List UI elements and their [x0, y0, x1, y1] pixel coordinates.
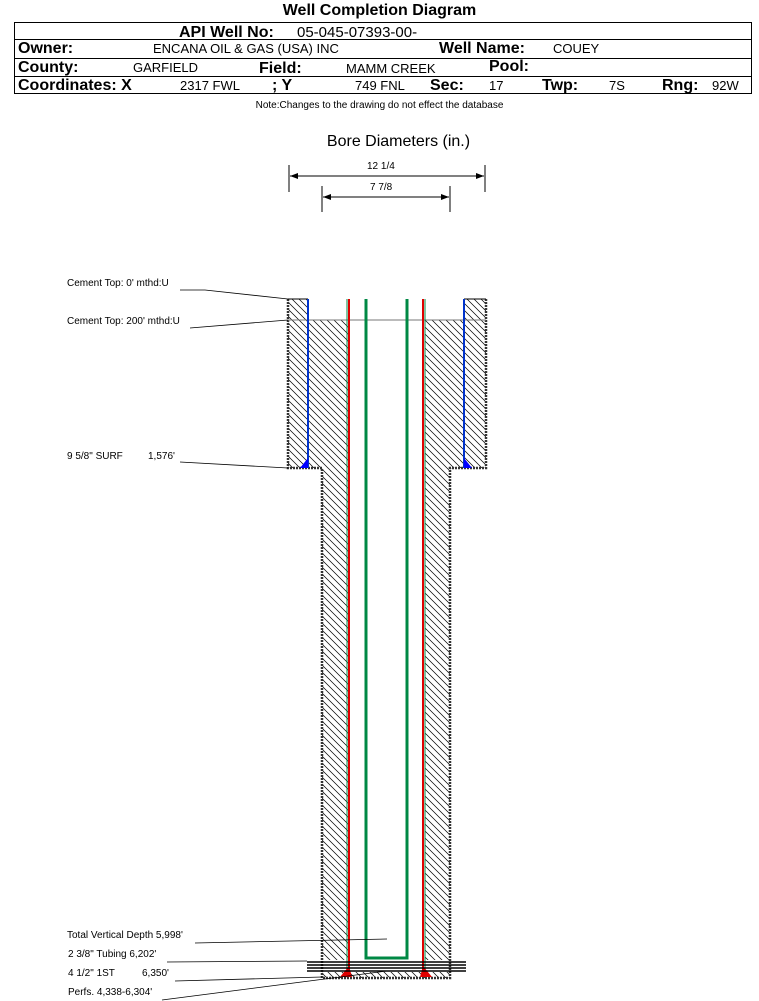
coord-x-label: Coordinates: X: [18, 77, 132, 94]
cement-top-0-label: Cement Top: 0' mthd:U: [67, 278, 169, 289]
disclaimer-note: Note:Changes to the drawing do not effec…: [255, 100, 504, 111]
surface-shoe-icon: [300, 458, 308, 468]
rng-value: 92W: [712, 78, 739, 93]
county-label: County:: [18, 59, 79, 76]
production-casing-depth: 6,350': [142, 968, 169, 979]
surface-casing-depth: 1,576': [148, 451, 175, 462]
county-value: GARFIELD: [133, 60, 199, 75]
coord-x-value: 2317 FWL: [180, 78, 240, 93]
coord-y-value: 749 FNL: [355, 78, 405, 93]
perforation-marks: [307, 961, 466, 972]
well-name-value: COUEY: [553, 41, 600, 56]
cement-annulus: [288, 299, 486, 978]
leader-lines: [161, 289, 388, 1001]
twp-value: 7S: [609, 78, 625, 93]
well-header-table: API Well No: 05-045-07393-00- Owner: ENC…: [14, 22, 752, 94]
dimension-lines: [288, 165, 486, 212]
tubing: [364, 299, 409, 960]
inner-bore-label: 7 7/8: [370, 182, 393, 193]
owner-label: Owner:: [18, 40, 74, 57]
production-casing: [340, 299, 432, 977]
well-name-label: Well Name:: [439, 40, 525, 57]
surface-shoe-icon: [464, 458, 472, 468]
owner-value: ENCANA OIL & GAS (USA) INC: [153, 41, 339, 56]
outer-bore-label: 12 1/4: [367, 161, 395, 172]
api-label: API Well No:: [179, 24, 274, 41]
page-title: Well Completion Diagram: [282, 2, 477, 19]
tubing-label: 2 3/8" Tubing 6,202': [68, 949, 157, 960]
pool-label: Pool:: [489, 58, 529, 75]
perfs-label: Perfs. 4,338-6,304': [68, 987, 153, 998]
surface-casing-label: 9 5/8" SURF: [67, 451, 123, 462]
api-value: 05-045-07393-00-: [297, 24, 418, 41]
twp-label: Twp:: [542, 77, 579, 94]
production-casing-label: 4 1/2" 1ST: [68, 968, 115, 979]
bore-diameters-title: Bore Diameters (in.): [326, 133, 471, 150]
field-value: MAMM CREEK: [346, 61, 436, 76]
coord-y-label: ; Y: [272, 77, 293, 94]
sec-label: Sec:: [430, 77, 464, 94]
rng-label: Rng:: [662, 77, 699, 94]
tvd-label: Total Vertical Depth 5,998': [67, 930, 183, 941]
borehole-wall: [286, 299, 488, 980]
field-label: Field:: [259, 60, 302, 77]
sec-value: 17: [489, 78, 504, 93]
cement-top-200-label: Cement Top: 200' mthd:U: [67, 316, 180, 327]
surface-casing: [300, 299, 472, 468]
